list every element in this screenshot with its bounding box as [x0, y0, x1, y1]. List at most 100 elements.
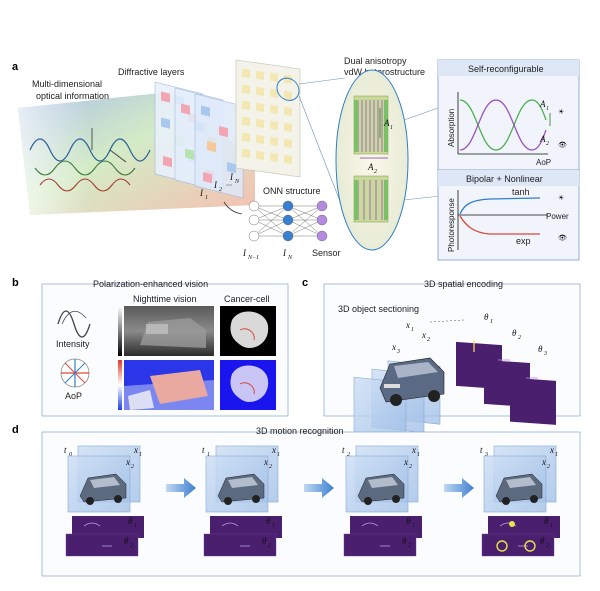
- c-x3: x: [391, 342, 396, 352]
- optical-info-label-1: Multi-dimensional: [32, 79, 102, 89]
- cancer-label: Cancer-cell: [224, 294, 270, 304]
- sectioning-label: 3D object sectioning: [338, 304, 419, 314]
- c-x1: x: [405, 320, 410, 330]
- frame-x1-3: x: [549, 445, 554, 455]
- c-x2-sub: 2: [427, 337, 430, 343]
- a1-hetero-sub: 1: [390, 125, 393, 131]
- frame-th1-sub-2: 1: [412, 523, 415, 529]
- aop-label: AoP: [65, 391, 82, 401]
- frame-t-label-0: t: [64, 445, 67, 455]
- c-th1: θ: [484, 312, 489, 322]
- i2-label: I: [213, 180, 218, 190]
- frame-th2-sub-3: 2: [546, 543, 549, 549]
- frame-th2-sub-2: 2: [408, 543, 411, 549]
- diffractive-layers: [154, 81, 244, 199]
- a1-curve-label: A: [539, 99, 546, 109]
- a2-curve-sub: 2: [546, 141, 549, 147]
- frame-th1-2: θ: [406, 516, 411, 526]
- in1-sub: N−1: [247, 255, 259, 261]
- c-th2-sub: 2: [518, 335, 521, 341]
- frame-x2-sub-1: 2: [269, 464, 272, 470]
- intensity-scale: [118, 306, 122, 356]
- cancer-aop-image: [220, 360, 276, 410]
- power-axis-label: Power: [546, 212, 569, 221]
- theta-slices: [429, 319, 556, 425]
- c-x3-sub: 3: [396, 349, 400, 355]
- c-th3: θ: [538, 344, 543, 354]
- frame-th2-0: θ: [124, 536, 129, 546]
- in-sub: N: [234, 179, 240, 185]
- frame-th1-sub-1: 1: [272, 523, 275, 529]
- time-arrow-2: [444, 478, 474, 498]
- frame-x2-sub-3: 2: [547, 464, 550, 470]
- frame-th2-2: θ: [402, 536, 407, 546]
- panel-b-letter: b: [12, 277, 19, 289]
- i2-sub: 2: [219, 187, 222, 193]
- frame-x1-2: x: [411, 445, 416, 455]
- frame-x1-sub-2: 1: [417, 452, 420, 458]
- frame-t-sub-3: 3: [484, 452, 488, 458]
- motion-frame-2: [343, 445, 422, 557]
- sun-icon-2: ☀: [558, 194, 564, 202]
- frame-x2-2: x: [403, 457, 408, 467]
- photoresponse-label: Photoresponse: [447, 198, 456, 252]
- frame-x1-sub-1: 1: [277, 452, 280, 458]
- frame-t-sub-1: 1: [207, 452, 210, 458]
- bipolar-title: Bipolar + Nonlinear: [466, 174, 543, 184]
- car-model: [379, 357, 445, 406]
- frame-th1-sub-0: 1: [134, 523, 137, 529]
- eye-icon: 👁: [558, 141, 567, 149]
- sun-icon: ☀: [558, 108, 564, 116]
- frame-t-sub-2: 2: [347, 452, 350, 458]
- frame-x1-0: x: [133, 445, 138, 455]
- a2-hetero-sub: 2: [374, 169, 377, 175]
- cancer-intensity-image: [220, 306, 276, 356]
- exp-label: exp: [516, 236, 531, 246]
- aop-icon: [60, 358, 90, 388]
- panel-d-letter: d: [12, 424, 19, 436]
- optical-info-label-2: optical information: [36, 91, 109, 101]
- frame-th2-3: θ: [540, 536, 545, 546]
- intensity-wave-icon: [57, 310, 91, 338]
- panel-b-title: Polarization-enhanced vision: [93, 279, 208, 289]
- frame-t-label-1: t: [202, 445, 205, 455]
- frame-x1-sub-3: 1: [555, 452, 558, 458]
- c-x1-sub: 1: [411, 327, 414, 333]
- sensor-label: Sensor: [312, 248, 341, 258]
- onn-network: [248, 200, 328, 242]
- frame-t-sub-0: 0: [69, 452, 72, 458]
- layer-intensity-labels: I 1 I 2 ··· I N: [199, 172, 243, 215]
- frame-x2-0: x: [125, 457, 130, 467]
- onn-structure-label: ONN structure: [263, 186, 321, 196]
- frame-x2-3: x: [541, 457, 546, 467]
- frame-th1-3: θ: [544, 516, 549, 526]
- panel-c-letter: c: [302, 277, 308, 289]
- in1-label: I: [242, 248, 247, 258]
- frame-th2-sub-0: 2: [130, 543, 133, 549]
- panel-d-title: 3D motion recognition: [256, 426, 344, 436]
- intensity-label: Intensity: [56, 339, 90, 349]
- a1-hetero-label: A: [383, 118, 390, 128]
- c-th2: θ: [512, 328, 517, 338]
- nighttime-label: Nighttime vision: [133, 294, 197, 304]
- c-th3-sub: 3: [543, 351, 547, 357]
- motion-frame-3: [481, 445, 560, 557]
- aop-scale: [118, 360, 122, 410]
- frame-x1-1: x: [271, 445, 276, 455]
- self-reconfigurable-box: ☀ 👁: [437, 59, 580, 171]
- sensor-plane: [235, 59, 346, 215]
- motion-frame-1: [203, 445, 282, 557]
- i1-label: I: [199, 188, 204, 198]
- heterostructure-zoom: [335, 69, 441, 251]
- frame-th1-1: θ: [266, 516, 271, 526]
- time-arrow-1: [304, 478, 334, 498]
- aop-axis-label: AoP: [536, 158, 551, 167]
- c-x2: x: [421, 330, 426, 340]
- absorption-label: Absorption: [447, 109, 456, 147]
- tanh-label: tanh: [512, 187, 530, 197]
- eye-icon-2: 👁: [558, 234, 567, 242]
- a2-hetero-label: A: [367, 162, 374, 172]
- night-intensity-image: [124, 306, 214, 356]
